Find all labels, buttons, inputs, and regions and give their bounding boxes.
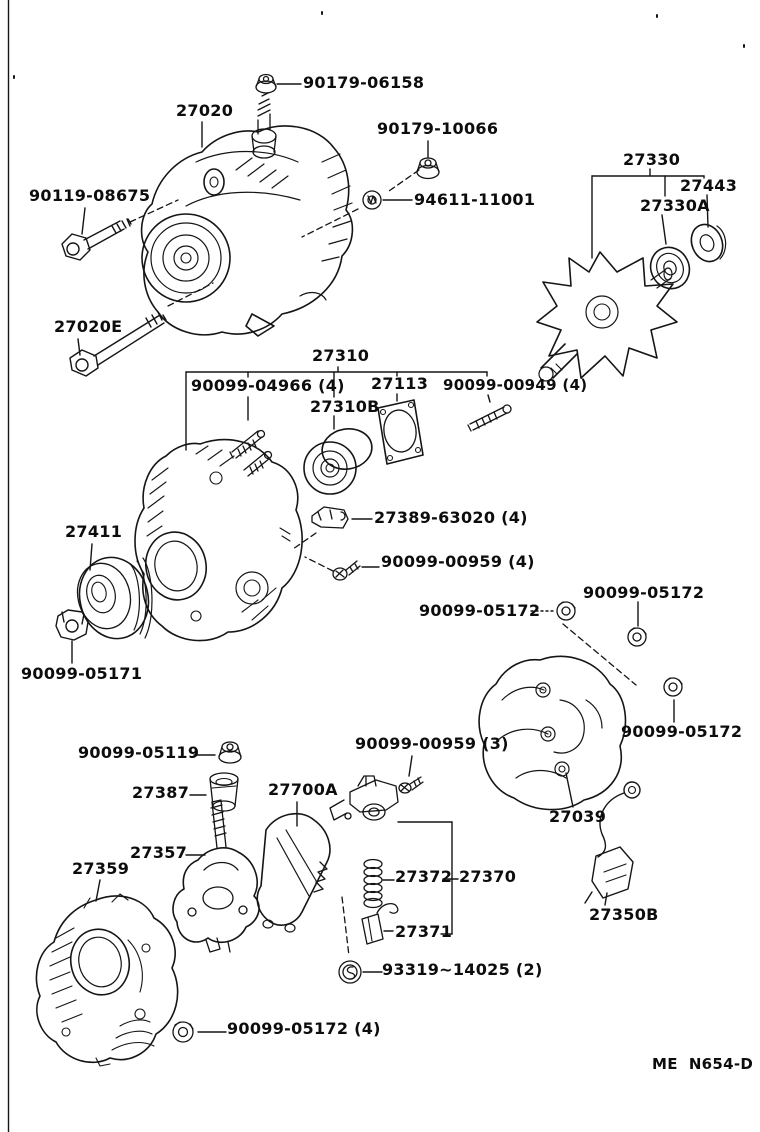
part-label-90099-00959-x4: 90099-00959 (4) <box>381 552 535 571</box>
part-label-27020: 27020 <box>176 101 234 120</box>
part-label-27357: 27357 <box>130 843 188 862</box>
brush-27371-drawing <box>362 904 398 944</box>
spring-27372-drawing <box>364 860 382 908</box>
part-label-27443: 27443 <box>680 176 738 195</box>
cover-27039-drawing <box>479 656 625 809</box>
plate-27113-drawing <box>378 400 423 464</box>
plate-code: ME N654-D <box>652 1055 754 1073</box>
nut-90099-05119-drawing <box>219 742 241 763</box>
part-label-27350B: 27350B <box>589 905 659 924</box>
screw-90099-00959x4-drawing <box>333 561 360 580</box>
nut-90099-05172-a-drawing <box>557 602 575 620</box>
part-label-90099-04966: 90099-04966 (4) <box>191 376 345 395</box>
bearing-27310B-drawing <box>304 425 375 494</box>
frame-27359-drawing <box>36 894 177 1066</box>
nut-90179-06158-drawing <box>256 75 276 94</box>
holder-27370-drawing <box>330 776 398 820</box>
part-label-27411: 27411 <box>65 522 123 541</box>
part-label-90099-05172-b: 90099-05172 <box>583 583 705 602</box>
part-label-27310: 27310 <box>312 346 370 365</box>
scan-specks <box>14 12 744 78</box>
stud-90099-04966-drawing <box>230 431 272 477</box>
part-label-90179-06158: 90179-06158 <box>303 73 425 92</box>
washer-94611-11001-drawing <box>363 191 381 209</box>
frame-27310-drawing <box>135 440 302 641</box>
part-label-90099-00959-x3: 90099-00959 (3) <box>355 734 509 753</box>
part-label-27330A: 27330A <box>640 196 710 215</box>
alternator-assembly-drawing <box>142 93 353 336</box>
insulator-27700A-drawing <box>257 814 330 932</box>
bearing-27330A-drawing <box>644 241 696 295</box>
bolt-90119-08675-drawing <box>62 219 131 260</box>
part-label-90099-05172-c: 90099-05172 <box>621 722 743 741</box>
part-label-27389-63020: 27389-63020 (4) <box>374 508 528 527</box>
part-label-90179-10066: 90179-10066 <box>377 119 499 138</box>
part-label-27371: 27371 <box>395 922 453 941</box>
part-label-27359: 27359 <box>72 859 130 878</box>
alternator-body-outline <box>142 126 353 335</box>
part-label-90119-08675: 90119-08675 <box>29 186 151 205</box>
leader-lines <box>72 84 708 1032</box>
nut-90099-05171-drawing <box>56 610 88 640</box>
terminal-stud-drawing <box>252 93 276 158</box>
part-label-27372: 27372 <box>395 867 453 886</box>
part-label-93319-14025: 93319~14025 (2) <box>382 960 543 979</box>
part-label-27700A: 27700A <box>268 780 338 799</box>
part-label-27039: 27039 <box>549 807 607 826</box>
wire-27350B-drawing <box>585 782 640 903</box>
part-label-90099-00949: 90099-00949 (4) <box>443 376 588 394</box>
stud-90099-00949-drawing <box>468 405 511 431</box>
pulley-27411-drawing <box>71 550 157 646</box>
terminal-27389-drawing <box>312 507 348 528</box>
assembly-axis-dashed-lines <box>130 170 636 956</box>
nut-90099-05172-b-drawing <box>628 628 646 646</box>
rotor-27330-drawing <box>537 252 677 381</box>
part-label-90099-05119: 90099-05119 <box>78 743 200 762</box>
nut-90099-05172-x4-drawing <box>173 1022 193 1042</box>
cover-27443-drawing <box>686 220 728 266</box>
screw-90099-00959x3-drawing <box>399 777 423 793</box>
part-label-27370: 27370 <box>459 867 517 886</box>
cover-27387-drawing <box>210 773 238 811</box>
bolt-27020E-drawing <box>70 312 166 376</box>
part-label-27310B: 27310B <box>310 397 380 416</box>
nut-90179-10066-drawing <box>417 158 439 179</box>
part-label-90099-05171: 90099-05171 <box>21 664 143 683</box>
part-label-94611-11001: 94611-11001 <box>414 190 536 209</box>
part-label-90099-05172-a: 90099-05172 <box>419 601 541 620</box>
part-label-27387: 27387 <box>132 783 190 802</box>
part-label-90099-05172-x4: 90099-05172 (4) <box>227 1019 381 1038</box>
part-label-27330: 27330 <box>623 150 681 169</box>
part-label-27020E: 27020E <box>54 317 123 336</box>
rectifier-27357-drawing <box>173 800 259 952</box>
nut-93319-14025-drawing <box>339 961 361 983</box>
part-label-27113: 27113 <box>371 374 429 393</box>
nut-90099-05172-c-drawing <box>664 678 682 696</box>
